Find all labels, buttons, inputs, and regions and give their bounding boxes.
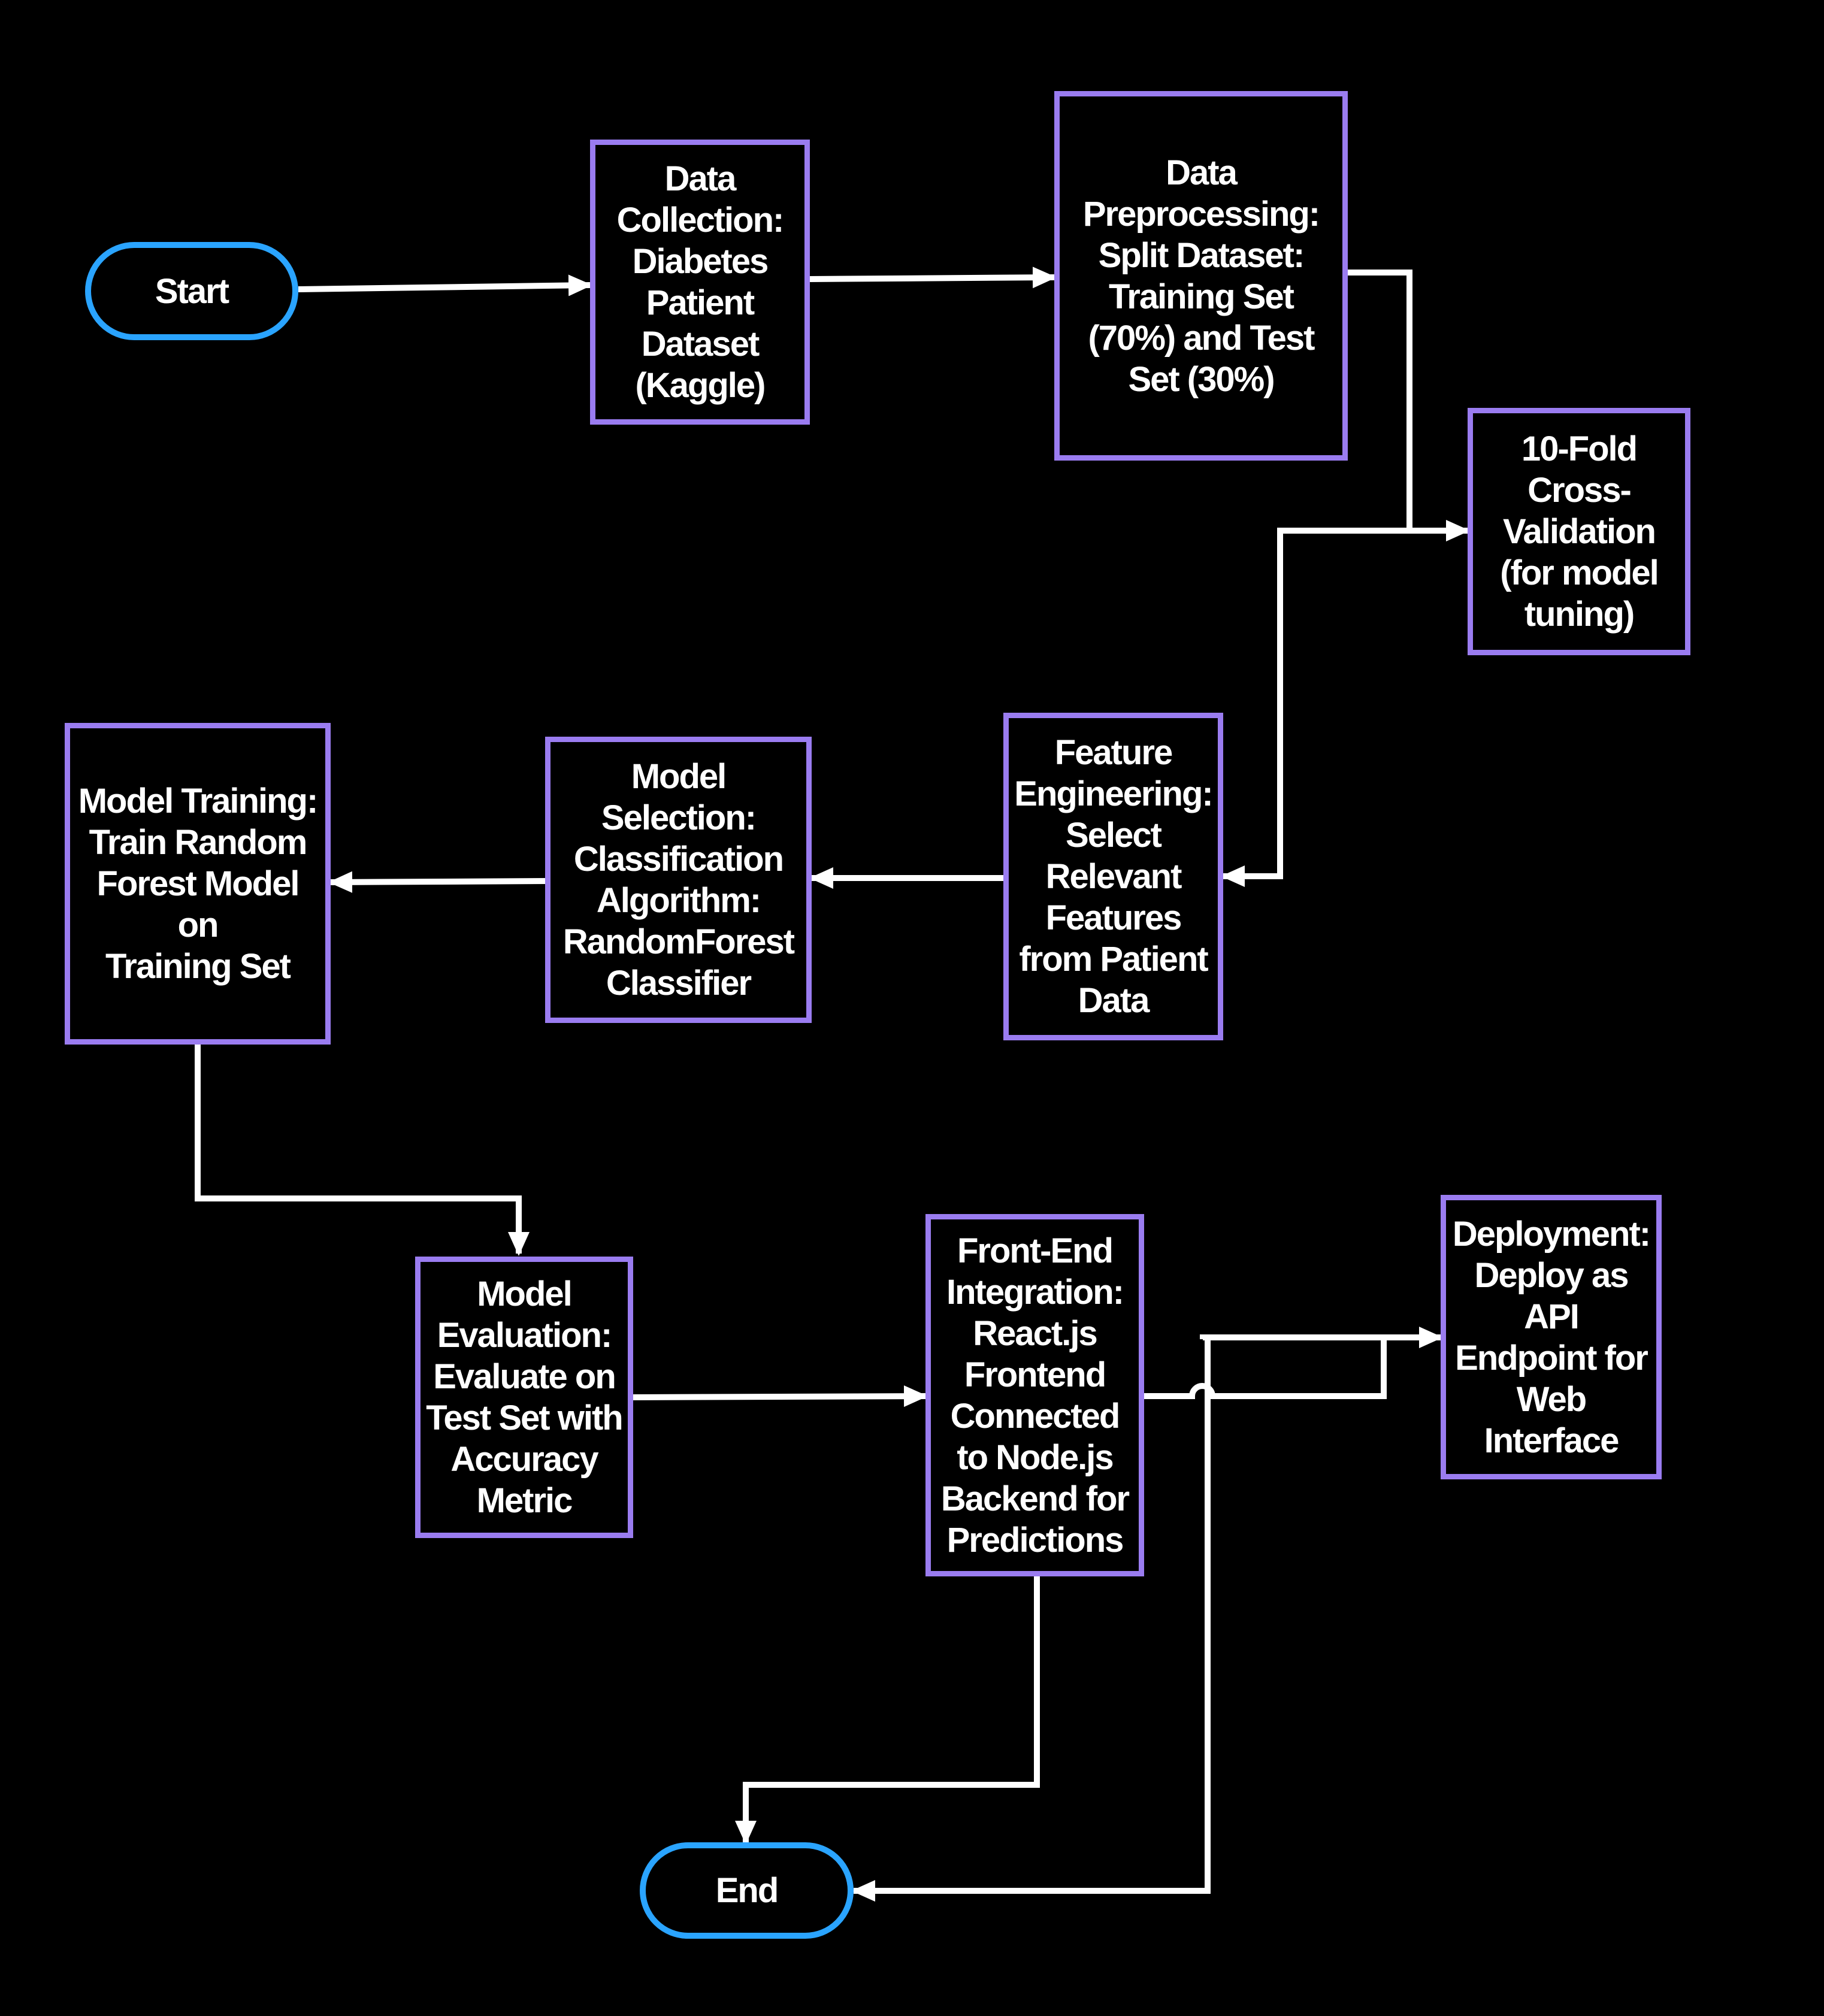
edge-start-to-data-collection	[298, 274, 592, 296]
front-end-integration-label: Front-End Integration: React.js Frontend…	[940, 1231, 1130, 1560]
start-label: Start	[155, 271, 229, 311]
edge-deployment-to-end	[851, 1334, 1211, 1902]
end-label: End	[715, 1871, 779, 1910]
cross-validation-step: 10-Fold Cross- Validation (for model tun…	[1468, 408, 1690, 655]
edge-front-end-to-end	[735, 1576, 1040, 1845]
edge-preprocessing-to-cross-validation	[1348, 270, 1470, 541]
edge-cross-validation-to-feature-engineering	[1221, 528, 1409, 887]
deployment-label: Deployment: Deploy as API Endpoint for W…	[1452, 1214, 1651, 1460]
deployment-step: Deployment: Deploy as API Endpoint for W…	[1441, 1195, 1662, 1479]
data-collection-step: Data Collection: Diabetes Patient Datase…	[590, 140, 810, 425]
model-evaluation-step: Model Evaluation: Evaluate on Test Set w…	[415, 1257, 633, 1538]
model-training-label: Model Training: Train Random Forest Mode…	[78, 782, 319, 986]
model-selection-step: Model Selection: Classification Algorith…	[545, 737, 812, 1023]
edge-model-evaluation-to-front-end	[633, 1385, 928, 1407]
feature-engineering-step: Feature Engineering: Select Relevant Fea…	[1003, 713, 1223, 1040]
data-preprocessing-label: Data Preprocessing: Split Dataset: Train…	[1082, 153, 1320, 399]
edge-model-selection-to-model-training	[328, 871, 546, 893]
edge-model-training-to-model-evaluation	[195, 1045, 530, 1256]
model-training-step: Model Training: Train Random Forest Mode…	[65, 723, 331, 1045]
model-selection-label: Model Selection: Classification Algorith…	[562, 757, 795, 1003]
model-evaluation-label: Model Evaluation: Evaluate on Test Set w…	[426, 1275, 623, 1520]
edge-data-collection-to-preprocessing	[809, 267, 1057, 289]
end-terminal: End	[640, 1842, 854, 1939]
cross-validation-label: 10-Fold Cross- Validation (for model tun…	[1500, 429, 1659, 634]
data-preprocessing-step: Data Preprocessing: Split Dataset: Train…	[1054, 91, 1348, 461]
data-collection-label: Data Collection: Diabetes Patient Datase…	[616, 159, 785, 405]
start-terminal: Start	[85, 242, 298, 340]
front-end-integration-step: Front-End Integration: React.js Frontend…	[925, 1214, 1144, 1576]
feature-engineering-label: Feature Engineering: Select Relevant Fea…	[1014, 733, 1213, 1020]
edge-front-end-to-deployment	[1144, 1327, 1443, 1399]
